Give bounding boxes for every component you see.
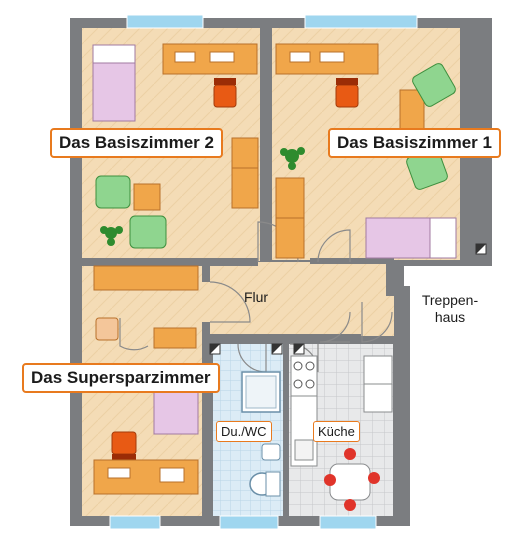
treppenhaus-line-2: haus: [434, 309, 466, 325]
treppenhaus-line-1: Treppen-: [421, 292, 479, 308]
plant-icon-2: [280, 147, 305, 170]
bathroom-fixtures: [241, 371, 281, 497]
room-label-bad: Du./WC: [216, 421, 272, 442]
windows: [109, 14, 418, 530]
room-label-treppenhaus: Treppen- haus: [414, 292, 486, 326]
room-label-supersparzimmer: Das Supersparzimmer: [22, 363, 220, 393]
room-label-kueche: Küche: [313, 421, 360, 442]
shaft-markers: [209, 243, 487, 355]
kitchen-fixtures: [290, 355, 393, 511]
basiszimmer-2-furniture: [92, 43, 259, 249]
interior-walls: [82, 28, 396, 516]
room-label-flur: Flur: [243, 289, 269, 305]
room-label-basiszimmer-1: Das Basiszimmer 1: [328, 128, 501, 158]
room-label-basiszimmer-2: Das Basiszimmer 2: [50, 128, 223, 158]
plant-icon-1: [100, 226, 123, 246]
basiszimmer-1-furniture: [275, 43, 457, 259]
